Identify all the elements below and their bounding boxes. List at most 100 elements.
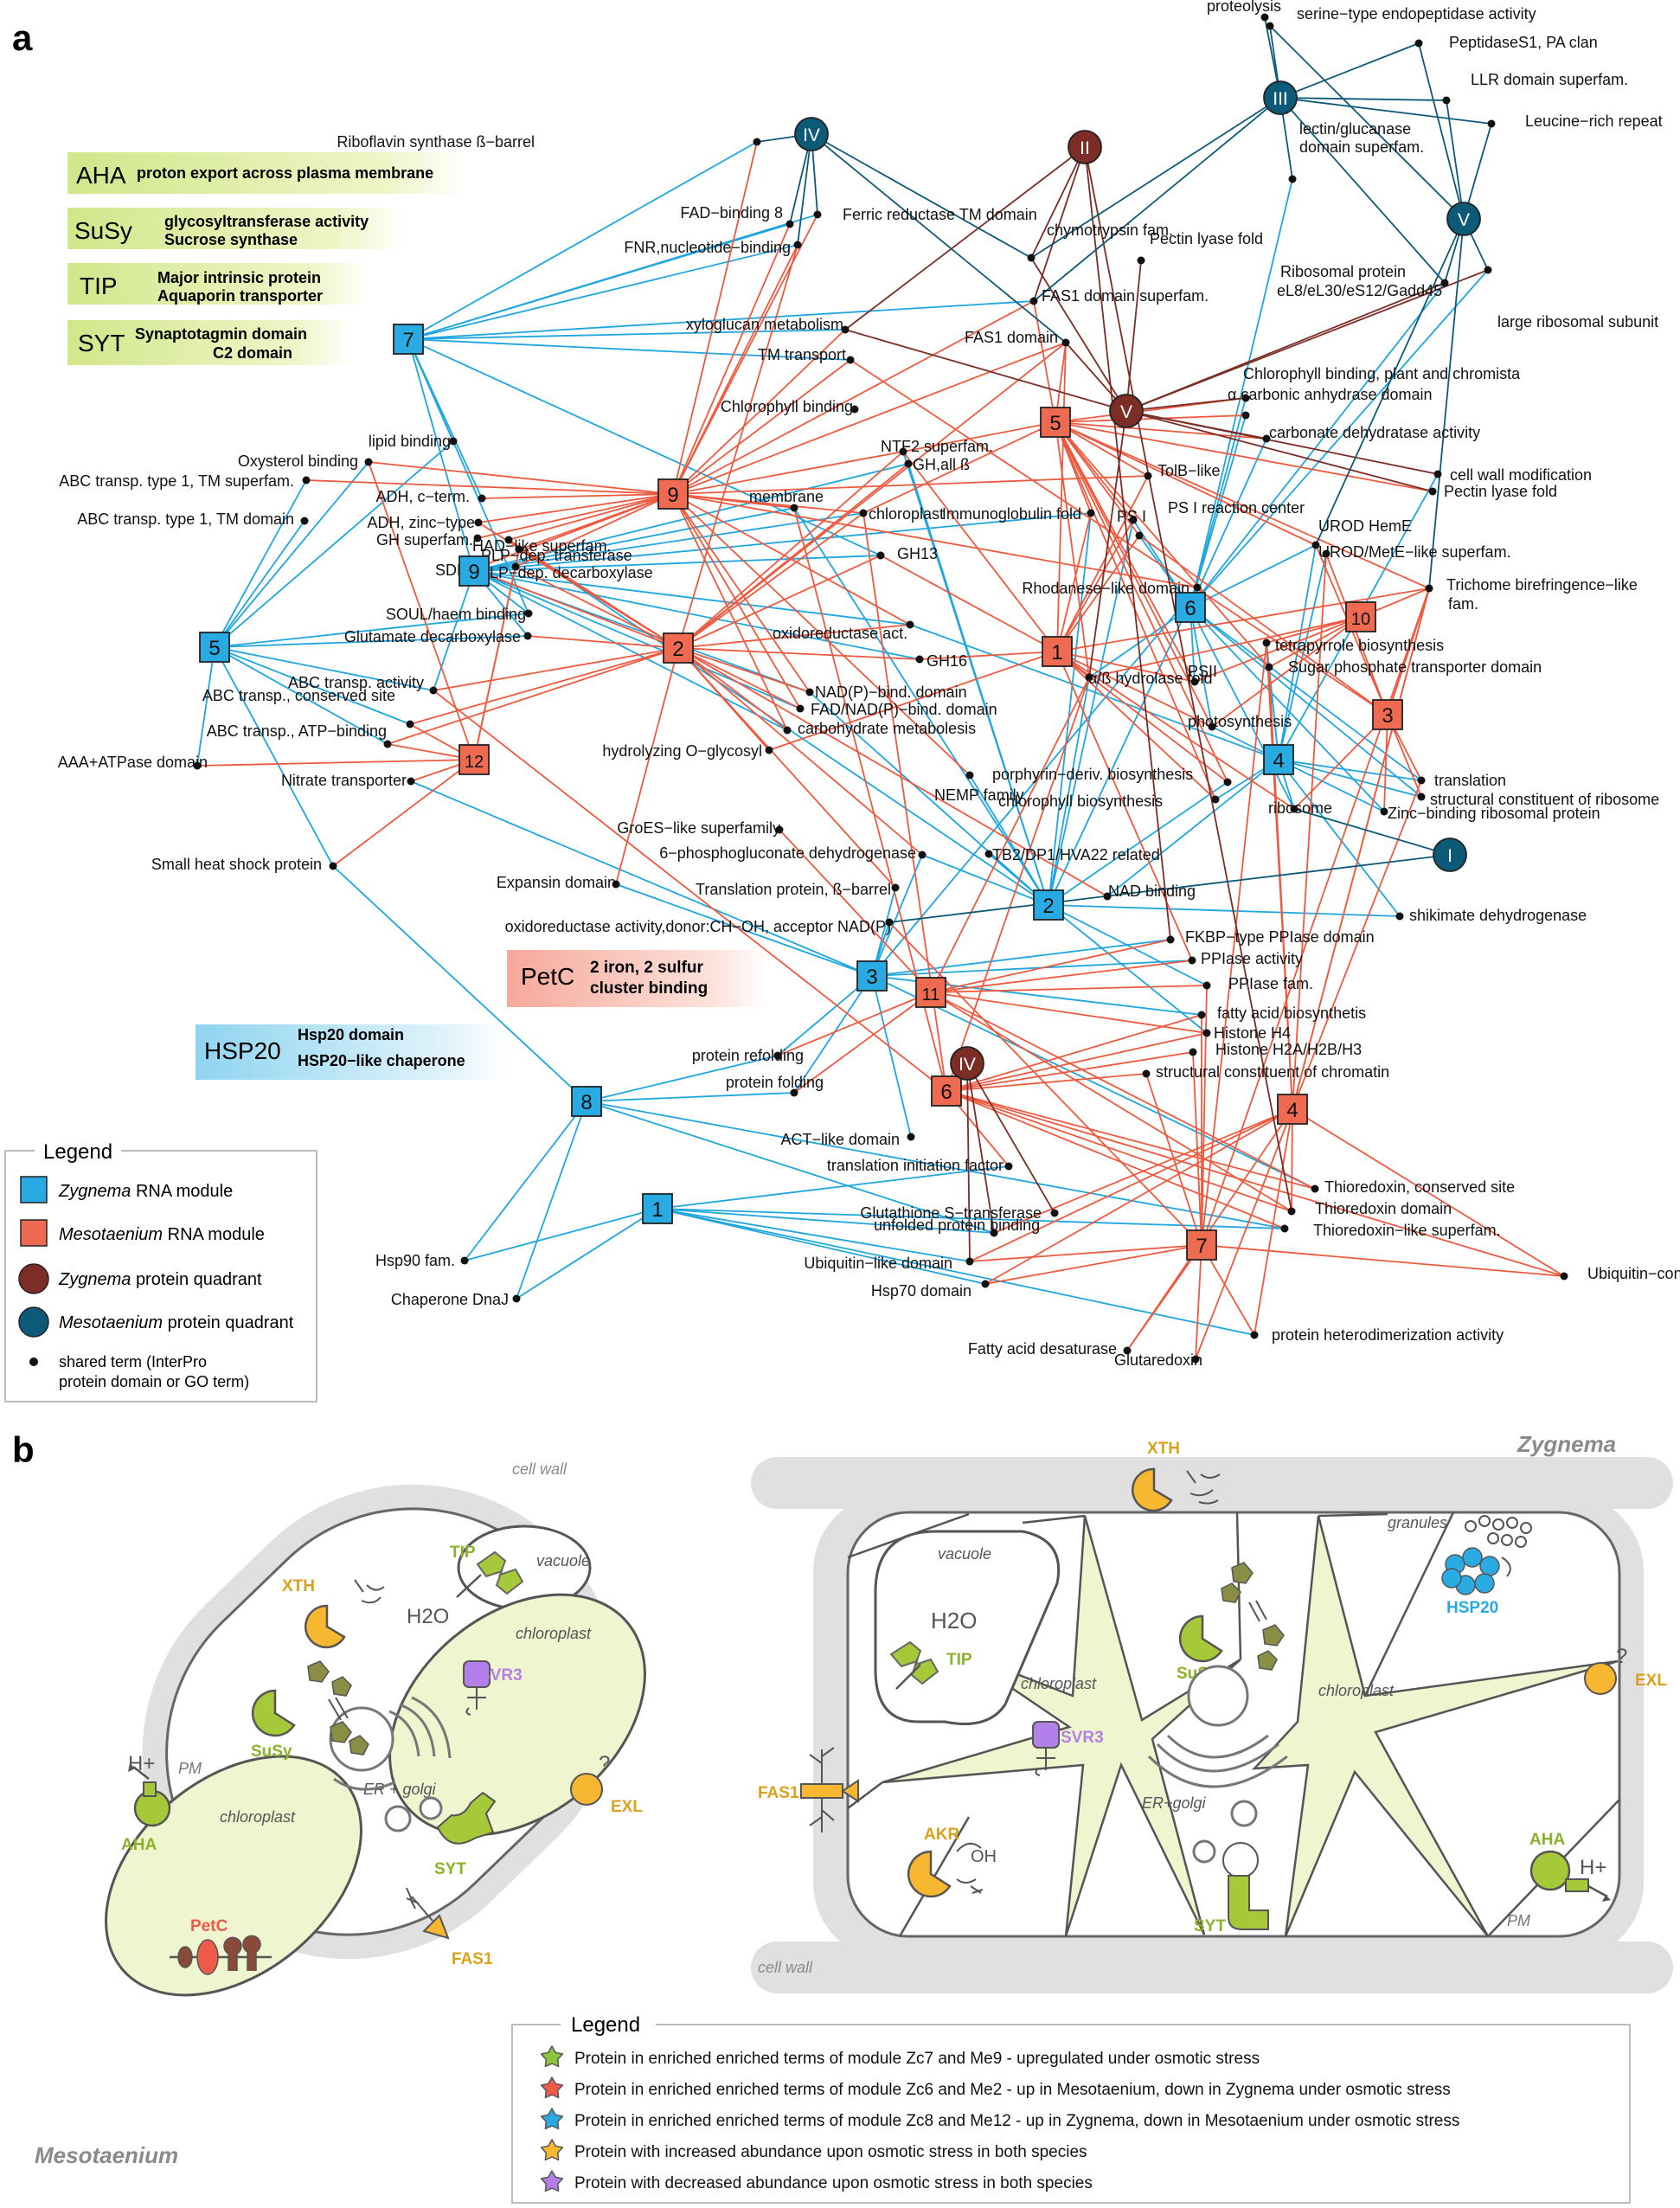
network-edge	[516, 1101, 587, 1300]
zyg-chloroplast-right-label: chloroplast	[1318, 1682, 1395, 1699]
zygnema-module-label: 1	[651, 1198, 663, 1222]
network-edge	[1189, 282, 1446, 608]
network-edge	[1125, 260, 1142, 412]
panel-b-legend-title: Legend	[571, 2013, 640, 2037]
network-edge	[921, 854, 1049, 906]
term-dot	[1241, 394, 1250, 402]
network-edge	[1428, 218, 1465, 589]
network-edge	[1446, 99, 1465, 220]
network-edge	[586, 1055, 779, 1102]
term-dot	[783, 726, 792, 735]
network-edge	[1292, 587, 1430, 1110]
network-edge	[1189, 544, 1317, 608]
term-label: tetrapyrrole biosynthesis	[1275, 637, 1444, 654]
term-label: Nitrate transporter	[281, 772, 407, 789]
legend-b-item-text: Protein in enriched enriched terms of mo…	[574, 2081, 1451, 2099]
tip-box-term1: Major intrinsic protein	[157, 269, 321, 286]
mesotaenium-quadrant-node	[794, 117, 829, 151]
network-edge	[777, 975, 873, 1056]
term-dot	[1208, 722, 1216, 731]
term-dot	[504, 536, 513, 544]
zygnema-module-label: 2	[1042, 895, 1054, 918]
term-dot	[1442, 96, 1451, 105]
term-label: ABC transp., ATP−binding	[207, 722, 387, 740]
network-edge	[1279, 42, 1420, 99]
term-label: GroES−like superfamily	[617, 819, 780, 837]
term-dot	[1190, 677, 1199, 686]
term-dot	[1029, 297, 1038, 305]
svg-text:Mesotaenium protein quadrant: Mesotaenium protein quadrant	[59, 1313, 294, 1332]
term-dot	[478, 494, 486, 503]
network-edge	[677, 647, 920, 660]
network-edge	[1056, 475, 1149, 652]
network-edge	[1055, 421, 1090, 678]
mesotaenium-module-node	[915, 977, 946, 1008]
zygnema-module-node	[458, 555, 490, 587]
network-edge	[586, 1101, 995, 1234]
term-dot	[841, 325, 850, 334]
meso-exl-label: EXL	[611, 1798, 643, 1816]
network-edge	[946, 1090, 1292, 1212]
network-edge	[1201, 985, 1208, 1246]
zyg-species-label: Zygnema	[1516, 1431, 1616, 1457]
term-label: ADH, zinc−type	[367, 514, 475, 531]
meso-xth-label: XTH	[282, 1577, 315, 1595]
term-dot	[1260, 13, 1269, 22]
panel-a-label: a	[12, 17, 33, 58]
meso-fas1-icon	[406, 1887, 450, 1940]
legend-zyg-quadrant-suffix: protein quadrant	[136, 1270, 262, 1289]
term-dot	[907, 1133, 915, 1141]
network-edge	[946, 1051, 1194, 1092]
term-dot	[1193, 583, 1202, 592]
mesotaenium-quadrant-node	[1263, 80, 1298, 115]
network-edge	[1201, 587, 1430, 1246]
network-edge	[214, 461, 369, 648]
term-label: FAS1 domain superfam.	[1042, 287, 1209, 305]
term-label: PeptidaseS1, PA clan	[1449, 34, 1598, 51]
meso-aha-icon	[128, 1763, 171, 1827]
network-edge	[1315, 218, 1465, 546]
network-edge	[1048, 781, 1228, 906]
network-edge	[1189, 607, 1422, 781]
zyg-h2o-label: H2O	[931, 1608, 977, 1634]
term-label: large ribosomal subunit	[1497, 313, 1658, 331]
network-edge	[515, 493, 674, 568]
term-label: Glutamate decarboxylase	[344, 628, 521, 645]
term-dot	[1085, 673, 1093, 682]
legend-meso-quadrant-suffix: protein quadrant	[168, 1313, 294, 1332]
term-dot	[891, 883, 900, 892]
term-dot	[1144, 472, 1152, 480]
term-dot	[1135, 531, 1144, 540]
network-edge	[407, 338, 851, 361]
zyg-exl-label: EXL	[1635, 1672, 1667, 1690]
term-label: protein heterodimerization activity	[1272, 1326, 1504, 1344]
term-dot	[1311, 541, 1320, 549]
mesotaenium-module-label: 11	[922, 985, 940, 1005]
network-edge	[672, 359, 851, 495]
network-edge	[946, 1032, 1208, 1092]
network-edge	[880, 555, 1058, 652]
network-edge	[930, 992, 1316, 1190]
term-label: UROD/MetE−like superfam.	[1318, 543, 1511, 561]
zygnema-module-node	[1033, 889, 1064, 921]
network-edge	[1056, 519, 1134, 652]
network-edge	[1189, 607, 1295, 810]
term-dot	[1265, 663, 1273, 671]
mesotaenium-module-label: 9	[667, 484, 678, 507]
network-edge	[1278, 553, 1327, 761]
zyg-syt-label: SYT	[1194, 1917, 1226, 1935]
term-label: α/ß hydrolase fold	[1088, 670, 1212, 687]
term-label: proteolysis	[1207, 0, 1281, 15]
term-label: SOUL/haem binding	[386, 606, 526, 623]
term-label: protein refolding	[692, 1047, 804, 1064]
zyg-tip-label: TIP	[946, 1651, 972, 1669]
panel-b-label: b	[12, 1429, 35, 1470]
hsp20-box-term1: Hsp20 domain	[298, 1026, 404, 1043]
meso-er-golgi-label: ER + golgi	[363, 1781, 437, 1798]
zyg-hplus-label: H+	[1580, 1856, 1606, 1879]
network-edge	[508, 493, 674, 541]
network-edge	[1383, 714, 1388, 812]
term-label: hydrolyzing O−glycosyl	[602, 742, 762, 760]
meso-petc-label: PetC	[190, 1917, 228, 1935]
term-label: TM transport	[758, 346, 846, 363]
